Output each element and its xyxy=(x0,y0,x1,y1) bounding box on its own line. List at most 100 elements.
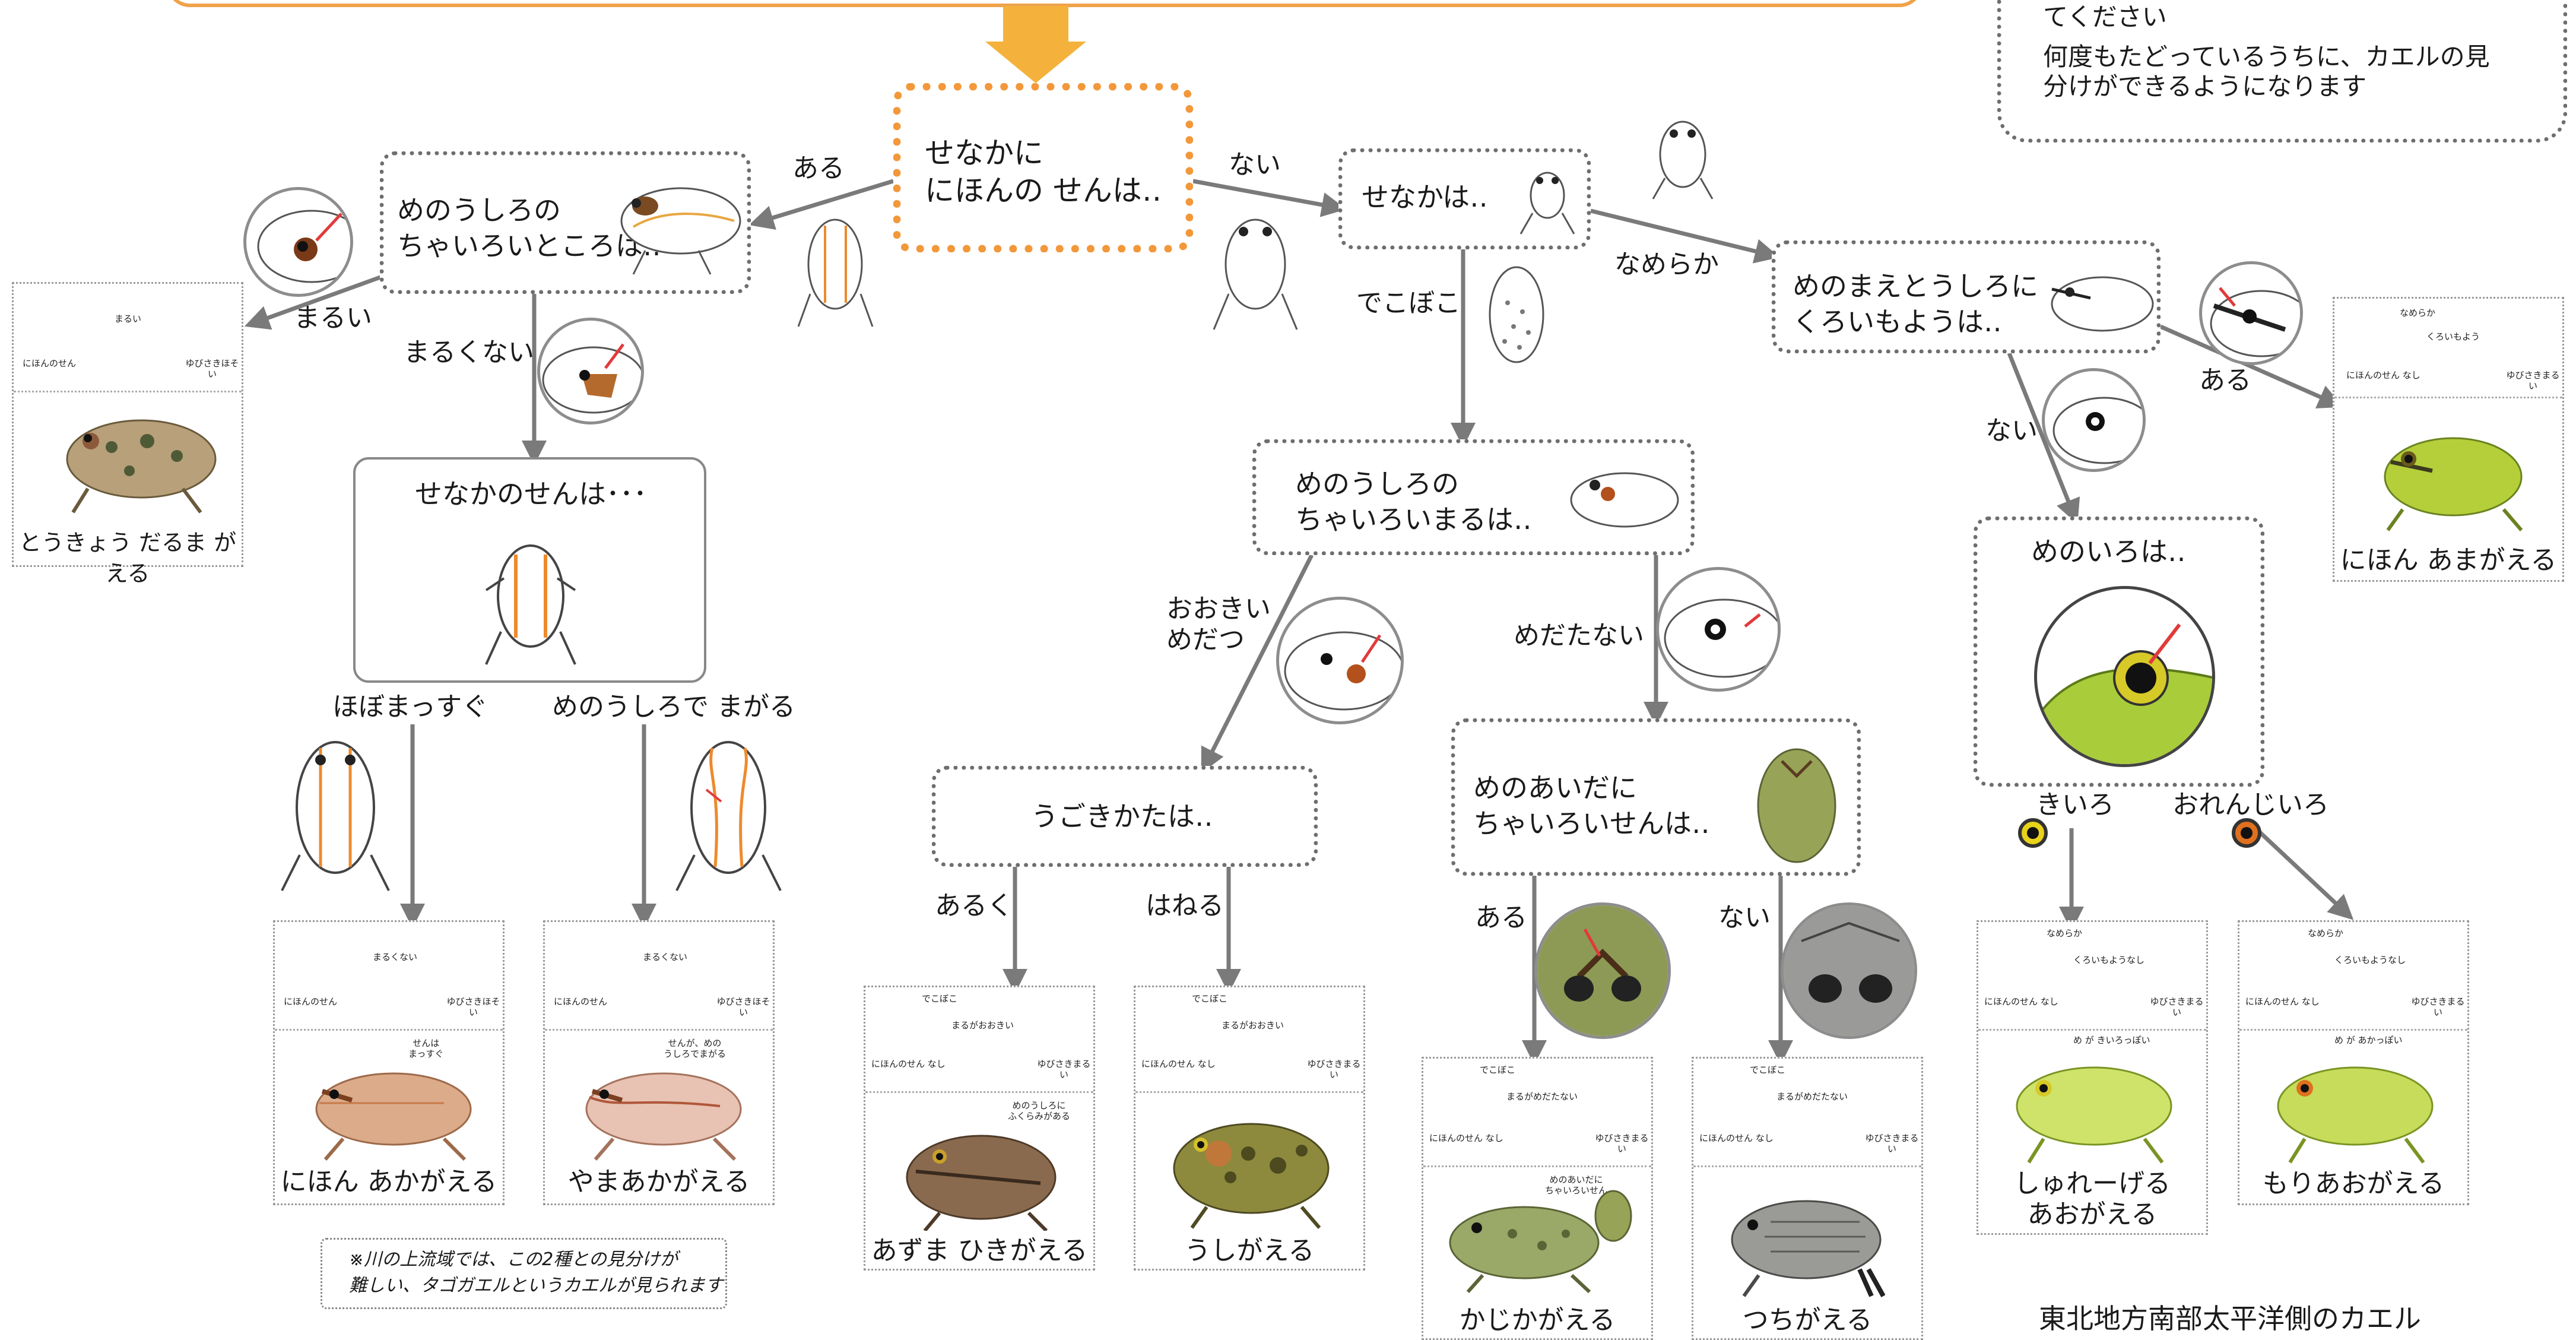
mini-big-round-ushi: まるがおおきい xyxy=(1222,1020,1284,1031)
mini-eye-orange: め が あかっぽい xyxy=(2334,1035,2403,1046)
question-brown-round: めのうしろの ちゃいろいまるは‥ xyxy=(1252,439,1695,555)
moriao-frog-illustration xyxy=(2277,1066,2434,1164)
name-schlegel: しゅれーげる あおがえる xyxy=(2014,1168,2171,1230)
name-yamaaka: やまあかがえる xyxy=(567,1167,750,1197)
edge-inconspicuous: めだたない xyxy=(1514,620,1644,651)
mini-no-line-kaji: にほんのせん なし xyxy=(1429,1133,1503,1143)
arrow-pattern-yes xyxy=(2159,324,2343,408)
mini-no-line-hiki: にほんのせん なし xyxy=(871,1059,946,1069)
mini-finger-round-ushi: ゆびさきまるい xyxy=(1307,1059,1361,1080)
card-tsuchi: でこぼこ まるがめだたない にほんのせん なし ゆびさきまるい つちがえる xyxy=(1692,1057,1923,1340)
mini-finger-round-ama: ゆびさきまるい xyxy=(2506,370,2560,391)
no-brown-line-circle xyxy=(1781,902,1917,1039)
mini-finger-thin-aka: ゆびさきほそい xyxy=(446,996,500,1018)
arrow-eye-round xyxy=(244,271,393,330)
frog-back-line-icon xyxy=(485,544,576,665)
name-ushigaeru: うしがえる xyxy=(1184,1236,1315,1266)
ushigaeru-frog-illustration xyxy=(1173,1123,1330,1229)
eye-round-circle xyxy=(243,187,353,297)
card-ushigaeru: でこぼこ まるがおおきい にほんのせん なし ゆびさきまるい うしがえる xyxy=(1134,986,1365,1271)
question-movement-text: うごきかたは‥ xyxy=(1031,800,1213,832)
edge-straight: ほぼまっすぐ xyxy=(332,692,488,722)
tsuchi-frog-illustration xyxy=(1731,1200,1886,1297)
frog-green-back-icon xyxy=(1757,748,1836,863)
mini-round: まるい xyxy=(115,313,142,324)
mini-inconspicuous-kaji: まるがめだたない xyxy=(1506,1091,1578,1102)
edge-orange: おれんじいろ xyxy=(2172,790,2329,820)
mini-bend-note: せんが、めの うしろでまがる xyxy=(664,1038,727,1059)
question-black-pattern-text: めのまえとうしろに くろいもようは‥ xyxy=(1793,270,2038,338)
mini-line-aka: にほんのせん xyxy=(284,996,338,1007)
mini-no-pattern-schl: くろいもようなし xyxy=(2073,955,2145,965)
mini-not-round-yama: まるくない xyxy=(643,952,688,962)
yamaaka-frog-illustration xyxy=(585,1072,742,1161)
question-eye-color: めのいろは‥ xyxy=(1974,517,2264,787)
eye-color-circle xyxy=(2034,586,2215,767)
mini-no-line-tsuchi: にほんのせん なし xyxy=(1699,1133,1774,1143)
frog-side-pattern-icon xyxy=(2051,276,2154,332)
card-akagaeru: にほんのせん まるくない ゆびさきほそい せんは まっすぐ にほん あかがえる xyxy=(273,920,505,1205)
edge-between-no: ない xyxy=(1718,902,1771,933)
question-back-text: せなかは‥ xyxy=(1362,181,1488,213)
question-brown-eye: めのうしろの ちゃいろいところは‥ xyxy=(380,151,751,294)
mini-not-round-aka: まるくない xyxy=(373,952,418,962)
frog-back-bumpy-sketch-icon xyxy=(1489,266,1544,363)
question-back-line: せなかのせんは･･･ xyxy=(353,457,706,683)
mini-eye-yellow: め が きいろっぽい xyxy=(2073,1035,2150,1046)
mini-inconspicuous-tsuchi: まるがめだたない xyxy=(1776,1091,1848,1102)
mini-toad-note: めのうしろに ふくらみがある xyxy=(1008,1100,1071,1122)
question-movement: うごきかたは‥ xyxy=(932,766,1318,867)
kajika-frog-illustration xyxy=(1449,1190,1632,1293)
arrow-big xyxy=(1201,554,1314,774)
frog-straight-line-sketch-icon xyxy=(281,741,390,891)
edge-jump: はねる xyxy=(1146,891,1224,921)
mini-smooth-ama: なめらか xyxy=(2400,308,2436,318)
no-pattern-circle xyxy=(2042,368,2146,472)
mini-finger-round-tsuchi: ゆびさきまるい xyxy=(1865,1133,1919,1154)
question-back: せなかは‥ xyxy=(1338,148,1591,249)
big-round-circle xyxy=(1276,597,1404,724)
question-back-line-text: せなかのせんは･･･ xyxy=(415,478,647,510)
arrow-root-no xyxy=(1192,179,1347,217)
mini-big-round-hiki: まるがおおきい xyxy=(951,1020,1014,1031)
mini-finger-round-kaji: ゆびさきまるい xyxy=(1595,1133,1649,1154)
card-moriao: なめらか くろいもようなし にほんのせん なし ゆびさきまるい め が あかっぽ… xyxy=(2238,920,2469,1205)
footnote-text: ※川の上流域では、この2種との見分けが 難しい、タゴガエルというカエルが見られま… xyxy=(349,1249,723,1296)
edge-eye-not-round: まるくない xyxy=(404,337,534,368)
mini-no-line-mori: にほんのせん なし xyxy=(2245,996,2320,1007)
mini-line: にほんのせん xyxy=(23,358,77,369)
hikigaeru-frog-illustration xyxy=(906,1135,1057,1231)
arrow-pattern-no xyxy=(2007,352,2080,524)
edge-big: おおきい めだつ xyxy=(1166,594,1271,655)
note-line2: 何度もたどっているうちに、カエルの見 分けができるようになります xyxy=(2043,42,2490,101)
edge-pattern-no: ない xyxy=(1985,416,2038,446)
root-question: せなかに にほんの せんは‥ xyxy=(893,83,1193,252)
name-kajika: かじかがえる xyxy=(1459,1305,1616,1335)
mini-line-yama: にほんのせん xyxy=(554,996,608,1007)
card-daruma: にほんのせん まるい ゆびさきほそい とうきょう だるま がえる xyxy=(12,282,243,587)
frog-back-smooth-sketch-icon xyxy=(1652,121,1714,199)
mini-smooth-mori: なめらか xyxy=(2308,928,2344,939)
card-yamaaka: にほんのせん まるくない ゆびさきほそい せんが、めの うしろでまがる やまあか… xyxy=(543,920,775,1205)
frog-back-lined-sketch-icon xyxy=(797,218,874,327)
edge-yellow: きいろ xyxy=(2036,790,2114,820)
name-amagaeru: にほん あまがえる xyxy=(2340,545,2557,575)
mini-straight-note: せんは まっすぐ xyxy=(408,1038,444,1059)
mini-no-pattern-mori: くろいもようなし xyxy=(2334,955,2406,965)
question-brown-eye-text: めのうしろの ちゃいろいところは‥ xyxy=(397,194,661,262)
arrow-root-yes xyxy=(748,179,894,230)
mini-bumpy-tsuchi: でこぼこ xyxy=(1750,1065,1786,1075)
question-brown-round-text: めのうしろの ちゃいろいまるは‥ xyxy=(1295,468,1532,536)
note-box: てください 何度もたどっているうちに、カエルの見 分けができるようになります xyxy=(1997,0,2567,142)
name-moriao: もりあおがえる xyxy=(2262,1168,2445,1199)
mini-between-note: めのあいだに ちゃいろいせん xyxy=(1545,1174,1608,1196)
footnote-box: ※川の上流域では、この2種との見分けが 難しい、タゴガエルというカエルが見られま… xyxy=(321,1238,727,1309)
frog-back-plain-sketch-icon xyxy=(1213,218,1298,330)
amagaeru-frog-illustration xyxy=(2384,437,2523,531)
question-between-eyes-text: めのあいだに ちゃいろいせんは‥ xyxy=(1473,772,1710,840)
name-akagaeru: にほん あかがえる xyxy=(280,1167,497,1197)
card-kajika: でこぼこ まるがめだたない にほんのせん なし ゆびさきまるい めのあいだに ち… xyxy=(1422,1057,1653,1340)
brown-line-circle xyxy=(1534,902,1671,1039)
yellow-eye-dot xyxy=(2018,818,2048,848)
